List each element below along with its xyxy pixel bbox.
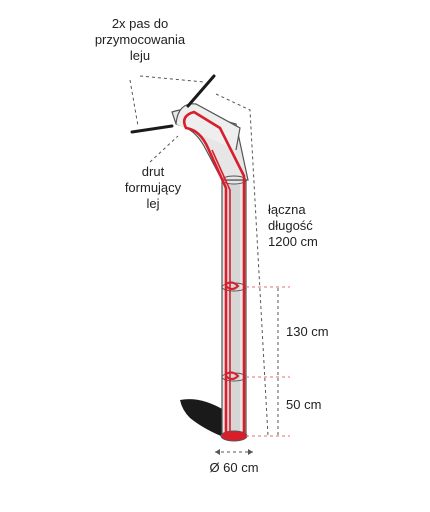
ground-stake <box>180 399 226 438</box>
label-segment-upper: 130 cm <box>286 324 329 339</box>
label-segment-lower: 50 cm <box>286 397 322 412</box>
sleeve-shade <box>228 184 240 432</box>
strap-upper <box>186 74 216 108</box>
label-total-line3: 1200 cm <box>268 234 318 249</box>
label-diameter: Ø 60 cm <box>209 460 259 475</box>
label-wire: drut formujący lej <box>108 164 198 212</box>
wire-knot <box>225 281 240 290</box>
label-straps: 2x pas do przymocowania leju <box>70 16 210 64</box>
label-total-line1: łączna <box>268 202 306 217</box>
forming-wire-inner <box>211 149 231 434</box>
strap-lower <box>130 124 174 134</box>
label-straps-line3: leju <box>129 48 151 63</box>
label-total-line2: długość <box>268 218 313 233</box>
leader-straps-left <box>129 79 139 127</box>
leader-wire <box>149 135 179 163</box>
wire-knot <box>225 371 240 380</box>
leader-total-length <box>215 93 269 437</box>
leader-straps-right <box>139 75 205 83</box>
forming-wire <box>182 110 246 436</box>
arrow-right-icon <box>248 449 253 455</box>
label-straps-line1: 2x pas do <box>111 16 169 31</box>
label-wire-line1: drut <box>141 164 165 179</box>
arrow-left-icon <box>215 449 220 455</box>
label-straps-line2: przymocowania <box>94 32 186 47</box>
label-wire-line2: formujący <box>124 180 182 195</box>
label-wire-line3: lej <box>146 196 160 211</box>
label-total-length: łączna długość 1200 cm <box>268 202 318 250</box>
